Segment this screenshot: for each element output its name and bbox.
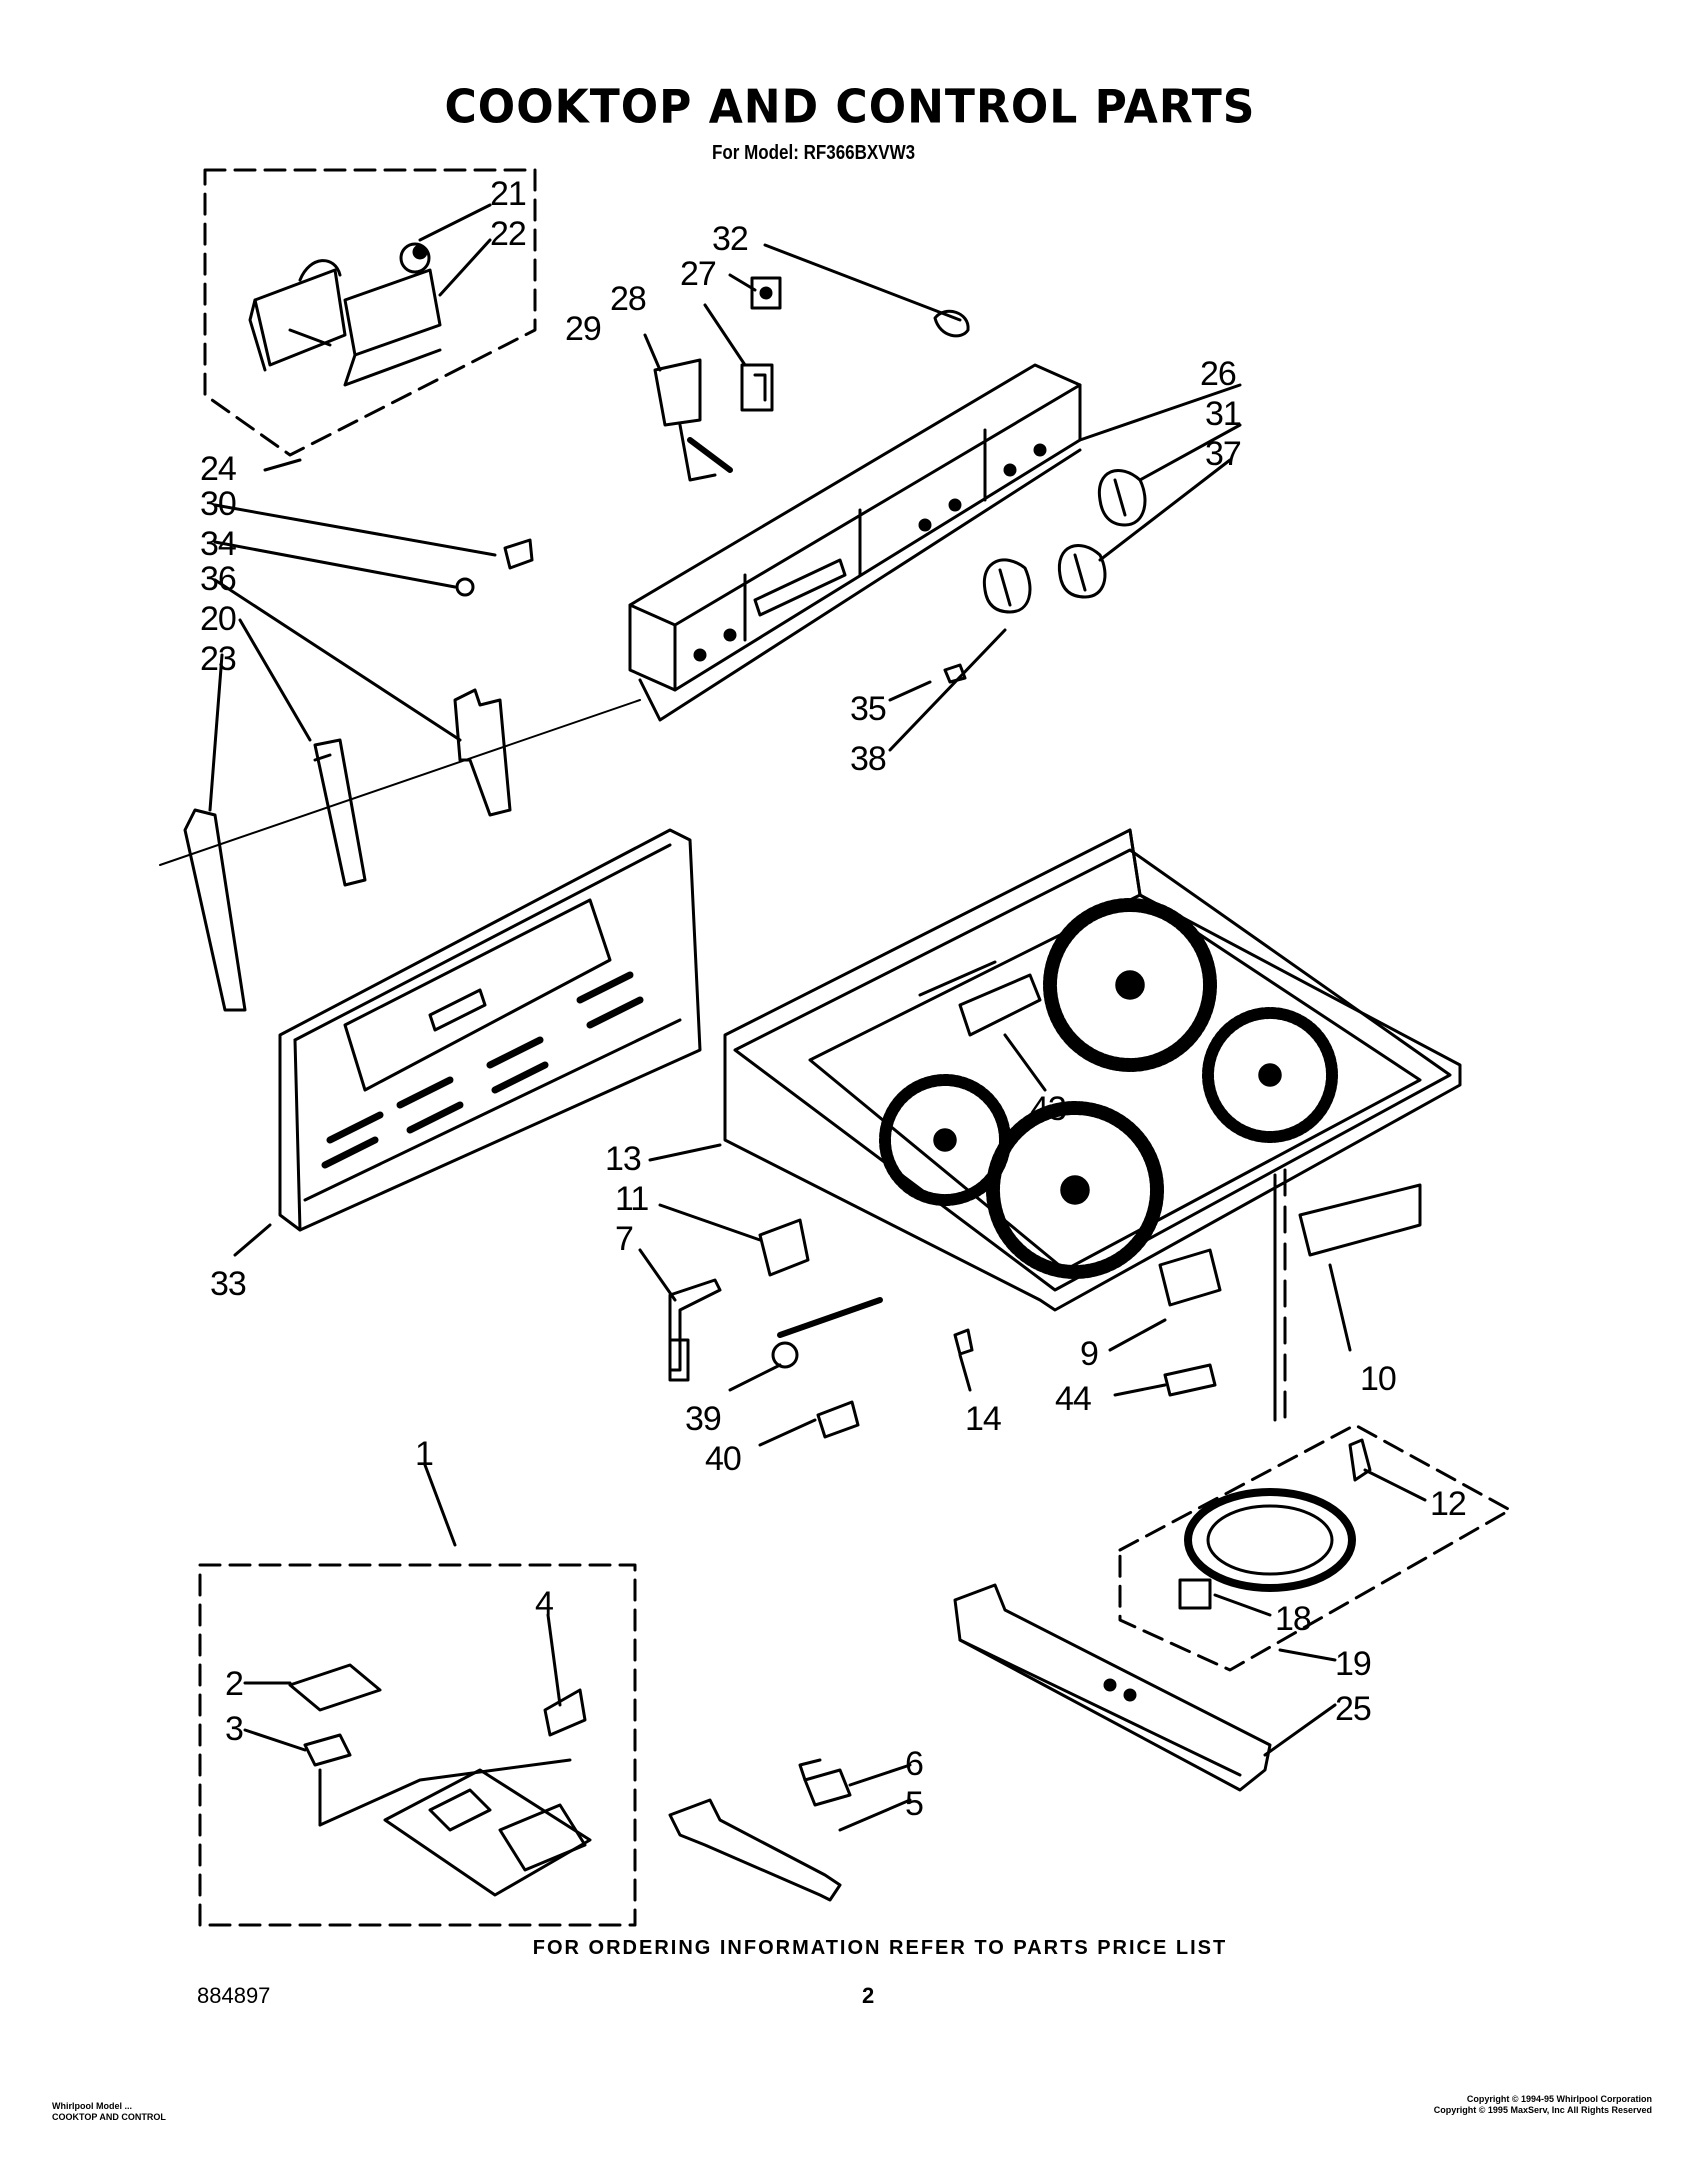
control-panel-bracket (628, 363, 1082, 722)
callout-28: 28 (610, 280, 646, 318)
callout-11: 11 (615, 1180, 648, 1218)
callout-22: 22 (490, 215, 526, 253)
callout-37: 37 (1205, 435, 1241, 473)
footer-left-line1: Whirlpool Model ... (52, 2101, 132, 2111)
under-cooktop-parts (668, 1168, 1422, 1439)
callout-7: 7 (615, 1220, 633, 1258)
end-caps (159, 688, 641, 1012)
small-clips (455, 538, 967, 684)
footer-left-line2: COOKTOP AND CONTROL (52, 2112, 166, 2122)
switches-group (653, 276, 970, 482)
callout-labels: 21 22 32 27 28 29 26 31 37 24 30 34 36 2… (200, 175, 1467, 1823)
callout-26: 26 (1200, 355, 1236, 393)
callout-3: 3 (225, 1710, 243, 1748)
callout-29: 29 (565, 310, 601, 348)
callout-19: 19 (1335, 1645, 1371, 1683)
callout-44: 44 (1055, 1380, 1091, 1418)
callout-34: 34 (200, 525, 236, 563)
callout-6: 6 (905, 1745, 923, 1783)
leader-lines (208, 203, 1427, 1832)
backguard-panel (278, 828, 702, 1232)
callout-27: 27 (680, 255, 716, 293)
model-line: For Model: RF366BXVW3 (712, 142, 916, 164)
page-number: 2 (862, 1983, 875, 2008)
callout-35: 35 (850, 690, 886, 728)
callout-1: 1 (415, 1435, 433, 1473)
callout-4: 4 (535, 1585, 553, 1623)
footer-copyright-2: Copyright © 1995 MaxServ, Inc All Rights… (1433, 2105, 1652, 2115)
callout-2: 2 (225, 1665, 243, 1703)
document-number: 884897 (197, 1983, 271, 2008)
callout-23: 23 (200, 640, 236, 678)
callout-43: 43 (1030, 1090, 1066, 1128)
footer-right: Copyright © 1994-95 Whirlpool Corporatio… (1434, 2094, 1652, 2116)
callout-38: 38 (850, 740, 886, 778)
element-inset (1118, 1423, 1512, 1672)
callout-33: 33 (210, 1265, 246, 1303)
clock-assembly-inset (203, 168, 537, 457)
callout-39: 39 (685, 1400, 721, 1438)
callout-36: 36 (200, 560, 236, 598)
callout-40: 40 (705, 1440, 741, 1478)
callout-10: 10 (1360, 1360, 1396, 1398)
footer-copyright-1: Copyright © 1994-95 Whirlpool Corporatio… (1466, 2094, 1652, 2104)
callout-9: 9 (1080, 1335, 1098, 1373)
callout-13: 13 (605, 1140, 641, 1178)
callout-25: 25 (1335, 1690, 1371, 1728)
callout-5: 5 (905, 1785, 923, 1823)
thermostat-inset (198, 1563, 637, 1927)
callout-20: 20 (200, 600, 236, 638)
callout-24: 24 (200, 450, 236, 488)
callout-12: 12 (1430, 1485, 1466, 1523)
callout-30: 30 (200, 485, 236, 523)
cooktop-glass (723, 828, 1462, 1312)
free-parts (668, 1758, 852, 1902)
callout-32: 32 (712, 220, 748, 258)
burner-elements (879, 898, 1338, 1279)
callout-14: 14 (965, 1400, 1001, 1438)
footer-left: Whirlpool Model ... COOKTOP AND CONTROL (52, 2101, 166, 2123)
control-knobs (982, 469, 1147, 614)
page-title: COOKTOP AND CONTROL PARTS (444, 80, 1256, 135)
callout-31: 31 (1205, 395, 1241, 433)
callout-18: 18 (1275, 1600, 1311, 1638)
callout-21: 21 (490, 175, 526, 213)
element-bracket (953, 1583, 1272, 1792)
ordering-note: FOR ORDERING INFORMATION REFER TO PARTS … (532, 1937, 1228, 1959)
